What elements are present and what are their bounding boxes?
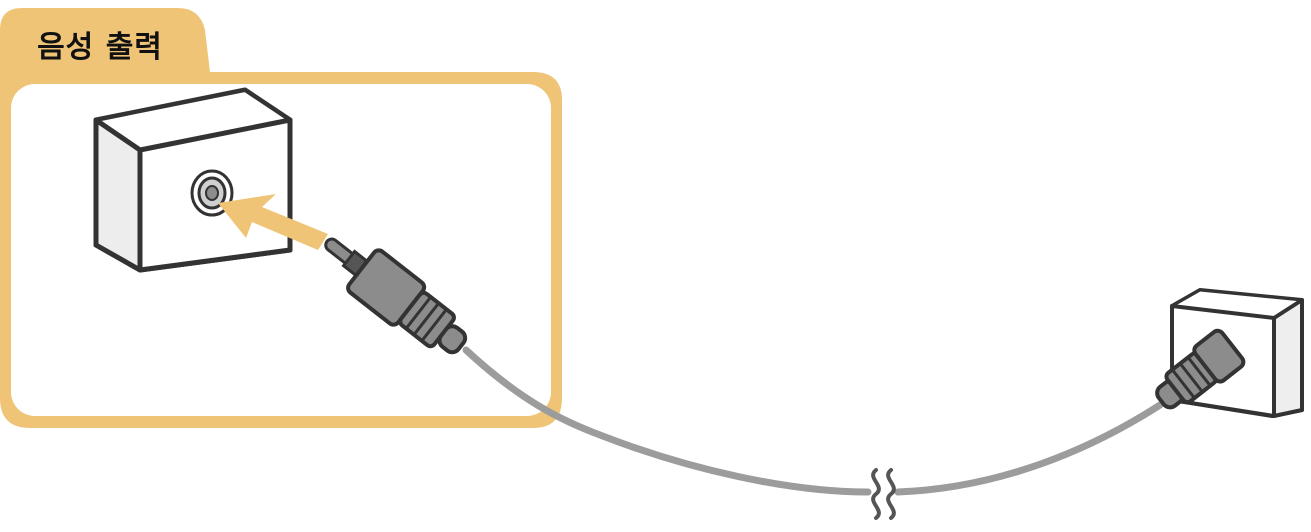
- plug-icon-right: [1155, 328, 1246, 410]
- audio-output-label: 음성 출력: [37, 30, 163, 65]
- audio-cable-end: [894, 401, 1164, 496]
- plug-icon: [324, 237, 468, 355]
- audio-cable: [462, 346, 872, 496]
- insertion-arrow-icon: [218, 194, 328, 250]
- audio-output-device-icon: [93, 87, 293, 273]
- cable-break-icon: [871, 468, 896, 520]
